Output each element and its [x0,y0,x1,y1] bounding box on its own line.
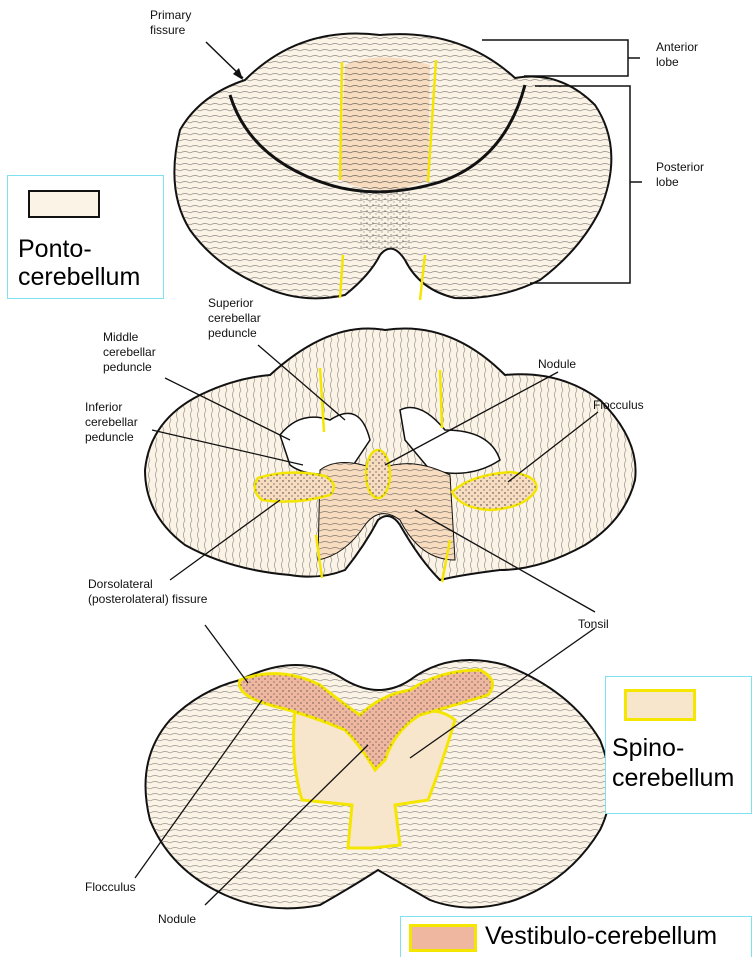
vestibulocerebellum-label: Vestibulo-cerebellum [485,921,717,951]
flocculus-top-label: Flocculus [593,398,644,413]
inferior-peduncle-label: Inferior cerebellar peduncle [85,400,165,445]
posterior-lobe-label: Posterior lobe [656,160,716,190]
superior-peduncle-label: Superior cerebellar peduncle [208,296,288,341]
legend-spinocerebellum: Spino- cerebellum [605,676,752,814]
pontocerebellum-swatch [28,190,100,218]
flocculus-bottom-label: Flocculus [85,880,136,895]
pontocerebellum-label-line1: Ponto- [18,234,92,264]
vestibulocerebellum-swatch [409,924,477,952]
pontocerebellum-label-line2: cerebellum [18,262,140,292]
nodule-bottom-label: Nodule [158,912,196,927]
superior-view [174,33,642,300]
primary-fissure-label: Primary fissure [150,8,208,38]
spinocerebellum-label-line1: Spino- [612,733,684,763]
legend-vestibulocerebellum: Vestibulo-cerebellum [400,916,752,957]
middle-peduncle-label: Middle cerebellar peduncle [103,330,183,375]
nodule-top-label: Nodule [538,357,576,372]
anterior-lobe-label: Anterior lobe [656,40,706,70]
tonsil-label: Tonsil [578,617,609,632]
legend-pontocerebellum: Ponto- cerebellum [7,175,164,299]
spinocerebellum-label-line2: cerebellum [612,763,734,793]
spinocerebellum-swatch [624,689,696,721]
dorsolateral-fissure-label: Dorsolateral (posterolateral) fissure [88,577,218,607]
inferior-view [135,625,610,908]
